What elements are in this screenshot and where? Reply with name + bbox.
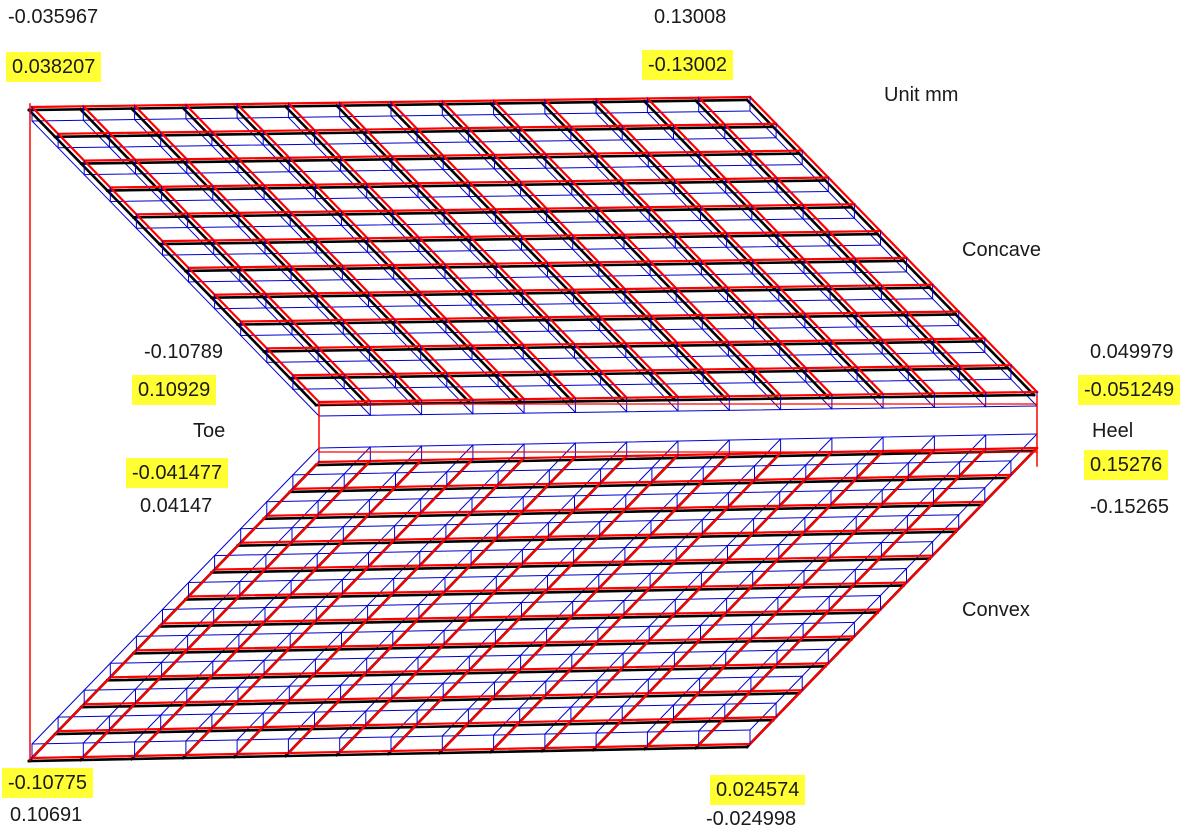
heel-upper-value-a: 0.049979 [1090, 341, 1174, 363]
concave-original-line [262, 340, 984, 353]
concave-deformed-line [184, 103, 475, 402]
toe-upper-value-a: -0.10789 [144, 341, 223, 363]
concave-depth-line [31, 120, 320, 417]
concave-original-line [314, 393, 1036, 407]
concave-label: Concave [962, 239, 1041, 261]
convex-deformed-line [748, 446, 1039, 746]
heel-lower-value-a: 0.15276 [1084, 450, 1169, 480]
concave-deformed-line [697, 96, 988, 395]
toe-lower-value-a: -0.041477 [126, 458, 229, 488]
bottom-left-value-b: 0.10691 [10, 804, 83, 826]
concave-original-line [158, 232, 879, 246]
concave-deformed-line [440, 99, 731, 398]
concave-deformed-line [30, 105, 321, 404]
convex-deformed-line [645, 448, 936, 748]
concave-deformed-line [286, 101, 577, 400]
top-left-value-b: 0.038207 [6, 52, 102, 82]
heel-label: Heel [1092, 420, 1134, 442]
concave-original-line [79, 152, 801, 165]
top-mid-value-a: 0.13008 [654, 6, 727, 28]
top-mid-value-b: -0.13002 [642, 50, 733, 80]
concave-deformed-line [543, 98, 834, 397]
heel-lower-value-b: -0.15265 [1090, 496, 1169, 518]
mesh-frame [29, 103, 1038, 761]
convex-deformed-line [389, 453, 680, 753]
toe-label: Toe [193, 420, 226, 442]
convex-original-line [27, 745, 749, 763]
concave-original-line [386, 103, 677, 402]
concave-original-line [283, 104, 575, 404]
convex-deformed-line [30, 460, 321, 760]
bottom-left-value-a: -0.10775 [2, 768, 93, 798]
convex-depth-line [31, 447, 320, 745]
convex-deformed-line [492, 451, 783, 751]
concave-deformed-line [338, 101, 629, 400]
concave-original-line [236, 313, 958, 326]
concave-surface-mesh [27, 95, 1039, 417]
concave-original-line [27, 98, 749, 112]
concave-original-line [210, 286, 931, 300]
concave-original-line [129, 106, 421, 406]
convex-deformed-line [440, 452, 731, 752]
convex-deformed-line [286, 455, 577, 755]
convex-deformed-line [338, 454, 629, 754]
convex-deformed-line [235, 456, 526, 756]
convex-deformed-line [594, 449, 885, 749]
unit-label: Unit mm [884, 84, 959, 106]
concave-original-line [334, 103, 626, 403]
convex-deformed-line [81, 459, 372, 759]
heel-upper-value-b: -0.051249 [1078, 375, 1181, 405]
concave-deformed-line [492, 99, 783, 398]
concave-deformed-line [235, 102, 526, 401]
concave-original-line [288, 366, 1010, 380]
concave-deformed-line [748, 95, 1039, 394]
top-left-value-a: -0.035967 [8, 6, 99, 28]
convex-deformed-line [543, 450, 834, 750]
convex-deformed-line [184, 457, 475, 757]
concave-deformed-line [133, 104, 424, 403]
concave-original-line [181, 106, 472, 405]
toe-lower-value-b: 0.04147 [140, 495, 213, 517]
concave-original-line [27, 108, 318, 407]
concave-original-line [232, 105, 523, 404]
concave-deformed-line [81, 104, 372, 403]
convex-label: Convex [962, 599, 1030, 621]
concave-original-line [591, 100, 882, 399]
concave-deformed-line [594, 97, 885, 396]
concave-original-line [132, 205, 853, 219]
convex-deformed-line [133, 458, 424, 758]
convex-surface-mesh [27, 433, 1039, 763]
concave-original-line [53, 125, 775, 139]
concave-original-line [540, 101, 831, 400]
concave-original-line [488, 101, 780, 401]
convex-deformed-line [697, 447, 988, 747]
concave-deformed-line [389, 100, 680, 399]
bottom-mid-value-b: -0.024998 [706, 808, 797, 830]
concave-original-line [642, 99, 934, 399]
bottom-mid-value-a: 0.024574 [710, 775, 806, 805]
concave-original-line [437, 102, 729, 402]
concave-deformed-line [645, 96, 936, 395]
concave-original-line [184, 259, 905, 273]
concave-original-line [745, 98, 1036, 397]
concave-original-line [693, 98, 985, 398]
concave-original-line [105, 179, 827, 192]
concave-original-line [78, 107, 370, 407]
toe-upper-value-b: 0.10929 [132, 375, 217, 405]
